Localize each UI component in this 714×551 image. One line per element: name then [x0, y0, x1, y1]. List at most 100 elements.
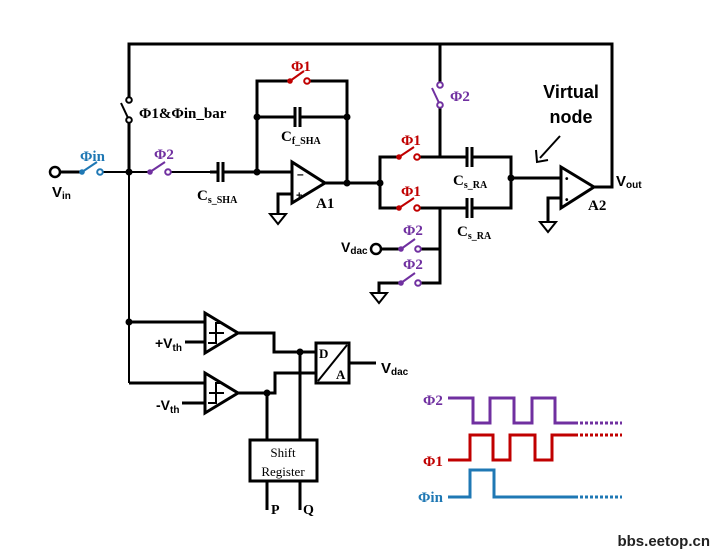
capacitor-cs-sha — [216, 162, 225, 182]
switch-terminal — [303, 77, 311, 85]
timing-phi2-label: Φ2 — [423, 393, 443, 409]
cs-sha-label: Cs_SHA — [197, 188, 238, 206]
ground-icon — [537, 221, 559, 234]
phi1-feedback-switch-label: Φ1 — [291, 59, 311, 75]
wire — [418, 208, 442, 285]
comparator-minus — [203, 370, 241, 416]
switch-terminal — [147, 169, 153, 175]
comparator-plus — [203, 310, 241, 356]
cs-ra-top-label: Cs_RA — [453, 173, 488, 191]
wire — [255, 79, 290, 172]
terminal-icon — [369, 242, 383, 256]
vout-label: Vout — [616, 173, 642, 191]
junction-dot — [253, 168, 261, 176]
phi1-phiin-bar-switch-label: Φ1&Φin_bar — [139, 106, 227, 122]
wire — [473, 155, 513, 210]
junction-dot — [296, 348, 304, 356]
cs-ra-bottom-label: Cs_RA — [457, 224, 492, 242]
phi2-waveform — [448, 396, 575, 425]
svg-text:+: + — [296, 190, 302, 202]
switch-terminal — [413, 153, 421, 161]
wire — [307, 79, 349, 183]
svg-text:•: • — [565, 174, 569, 185]
wire — [276, 192, 292, 214]
switch-terminal — [414, 245, 422, 253]
capacitor-cs-ra-top — [465, 147, 474, 167]
switch-terminal — [96, 168, 104, 176]
phi1-switch-label: Φ1 — [401, 133, 421, 149]
switch-terminal — [398, 280, 404, 286]
timing-phi-in-label: Φin — [418, 490, 444, 506]
vin-label: Vin — [52, 184, 71, 202]
switch-icon — [400, 272, 416, 284]
virtual-node-label: node — [550, 107, 593, 127]
dac-block: D A — [314, 341, 351, 385]
switch-icon — [398, 146, 415, 158]
timing-diagram: Φ2 Φ1 Φin — [418, 393, 622, 506]
junction-dot — [125, 318, 133, 326]
a1-label: A1 — [316, 196, 334, 212]
dac-d-label: D — [319, 346, 328, 361]
ground-icon — [267, 213, 289, 226]
phi-in-switch-label: Φin — [80, 149, 106, 165]
capacitor-cf-sha — [293, 107, 302, 127]
switch-icon — [289, 70, 305, 82]
wires — [60, 42, 614, 510]
switch-icon — [400, 238, 416, 250]
shift-register-block: Shift Register — [248, 438, 319, 483]
capacitor-cs-ra-bottom — [465, 198, 474, 218]
svg-text:•: • — [565, 195, 569, 206]
phi2-switch-label: Φ2 — [403, 257, 423, 273]
junction-dot — [125, 168, 133, 176]
timing-phi1-label: Φ1 — [423, 454, 443, 470]
phi2-switch-label: Φ2 — [450, 89, 470, 105]
wire — [377, 281, 400, 293]
dac-a-label: A — [336, 367, 346, 382]
wire — [546, 196, 561, 222]
switch-icon — [398, 197, 415, 209]
switch-terminal — [436, 101, 444, 109]
minus-vth-label: -Vth — [156, 397, 179, 416]
vdac-input-label: Vdac — [341, 239, 368, 257]
switch-icon — [81, 161, 98, 173]
wire — [238, 331, 316, 354]
switch-terminal — [396, 154, 402, 160]
junction-dot — [507, 174, 515, 182]
shift-register-label: Shift — [270, 445, 296, 460]
vdac-output-label: Vdac — [381, 360, 409, 378]
phi-in-waveform — [448, 468, 575, 499]
q-label: Q — [303, 503, 314, 518]
virtual-node-arrow — [535, 135, 561, 164]
shift-register-label: Register — [261, 464, 305, 479]
switch-terminal — [79, 169, 85, 175]
junction-dot — [343, 179, 351, 187]
top-feedback-wire — [127, 42, 614, 189]
opamp-a1: –+ — [290, 159, 328, 206]
switch-terminal — [125, 96, 133, 104]
switch-terminal — [413, 204, 421, 212]
svg-text:–: – — [297, 167, 304, 181]
virtual-node-label: Virtual — [543, 82, 599, 102]
phi2-switch-label: Φ2 — [403, 223, 423, 239]
switch-terminal — [287, 78, 293, 84]
junction-dot — [376, 179, 384, 187]
ground-icon — [368, 292, 390, 305]
switch-terminal — [125, 116, 133, 124]
junction-dot — [263, 389, 271, 397]
switch-icon — [149, 161, 166, 173]
terminal-icon — [48, 165, 62, 179]
switch-terminal — [398, 246, 404, 252]
junction-dot — [253, 113, 261, 121]
switch-terminal — [436, 81, 444, 89]
phi2-switch-label: Φ2 — [154, 147, 174, 163]
wire — [238, 371, 316, 395]
p-label: P — [271, 503, 280, 518]
a2-label: A2 — [588, 198, 606, 214]
watermark: bbs.eetop.cn — [617, 533, 710, 550]
opamp-a2: •• — [559, 164, 597, 211]
junction-dot — [343, 113, 351, 121]
phi1-switch-label: Φ1 — [401, 184, 421, 200]
switch-terminal — [414, 279, 422, 287]
plus-vth-label: +Vth — [155, 335, 182, 354]
